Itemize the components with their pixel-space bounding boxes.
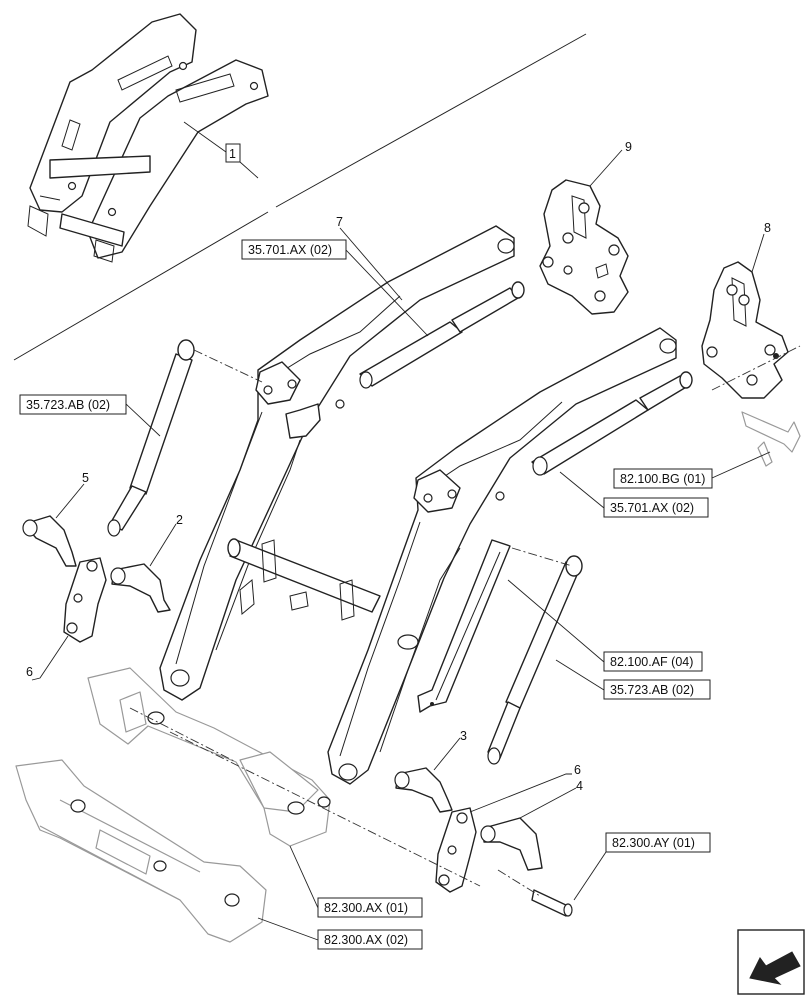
- callout-2: 2: [176, 513, 183, 527]
- ref-box-82300ax02: [317, 929, 423, 950]
- ref-box-35701ax-right: [603, 497, 709, 518]
- callout-6-right: 6: [574, 763, 581, 777]
- ref-82100bg: 82.100.BG (01): [620, 472, 705, 486]
- ref-box-82300ay: [605, 832, 711, 853]
- ref-box-82100af: [603, 651, 703, 672]
- link-4: [480, 817, 543, 871]
- mounting-bracket-8: [701, 261, 789, 399]
- callout-7: 7: [336, 215, 343, 229]
- link-2: [110, 563, 171, 613]
- pin-small: [531, 889, 573, 917]
- ref-box-82100bg: [613, 468, 713, 489]
- ref-35701ax-top: 35.701.AX (02): [248, 243, 332, 257]
- callout-5: 5: [82, 471, 89, 485]
- mounting-bracket-9: [539, 179, 629, 315]
- callout-4: 4: [576, 779, 583, 793]
- loader-overview-illustration: [27, 13, 269, 263]
- hydraulic-cylinder-lower-right: [487, 555, 583, 765]
- ref-box-35701ax-top: [241, 239, 347, 260]
- ref-35701ax-right: 35.701.AX (02): [610, 501, 694, 515]
- level-indicator-rod: [417, 539, 511, 713]
- link-plate-6-right: [435, 807, 477, 893]
- ref-box-35723ab-left: [19, 394, 127, 415]
- hydraulic-cylinder-upper-left: [359, 281, 525, 389]
- callout-8: 8: [764, 221, 771, 235]
- callout-1: 1: [229, 147, 236, 161]
- hydraulic-cylinder-lower-left: [107, 339, 195, 537]
- mounting-frame-lower: [15, 759, 267, 943]
- callout-6-left: 6: [26, 665, 33, 679]
- callout-9: 9: [625, 140, 632, 154]
- ref-box-35723ab-right: [603, 679, 711, 700]
- link-3: [394, 767, 453, 813]
- hydraulic-cylinder-upper-right: [531, 371, 693, 476]
- link-5: [22, 515, 77, 567]
- ref-82100af: 82.100.AF (04): [610, 655, 693, 669]
- ref-35723ab-right: 35.723.AB (02): [610, 683, 694, 697]
- section-divider-line: [13, 33, 587, 361]
- callout-1-box: [225, 143, 241, 163]
- locking-pin: [741, 411, 801, 467]
- callout-3: 3: [460, 729, 467, 743]
- ref-82300ax02: 82.300.AX (02): [324, 933, 408, 947]
- ref-82300ay: 82.300.AY (01): [612, 836, 695, 850]
- link-plate-6-left: [63, 557, 107, 643]
- arrow-back-icon[interactable]: [737, 929, 805, 995]
- loader-arm-left: [159, 225, 515, 701]
- ref-82300ax01: 82.300.AX (01): [324, 901, 408, 915]
- cross-tube: [227, 538, 381, 621]
- loader-arm-right: [327, 327, 677, 785]
- callout-1-leader: [183, 121, 259, 179]
- ref-35723ab-left: 35.723.AB (02): [26, 398, 110, 412]
- mounting-frame-upper: [87, 667, 331, 847]
- ref-box-82300ax01: [317, 897, 423, 918]
